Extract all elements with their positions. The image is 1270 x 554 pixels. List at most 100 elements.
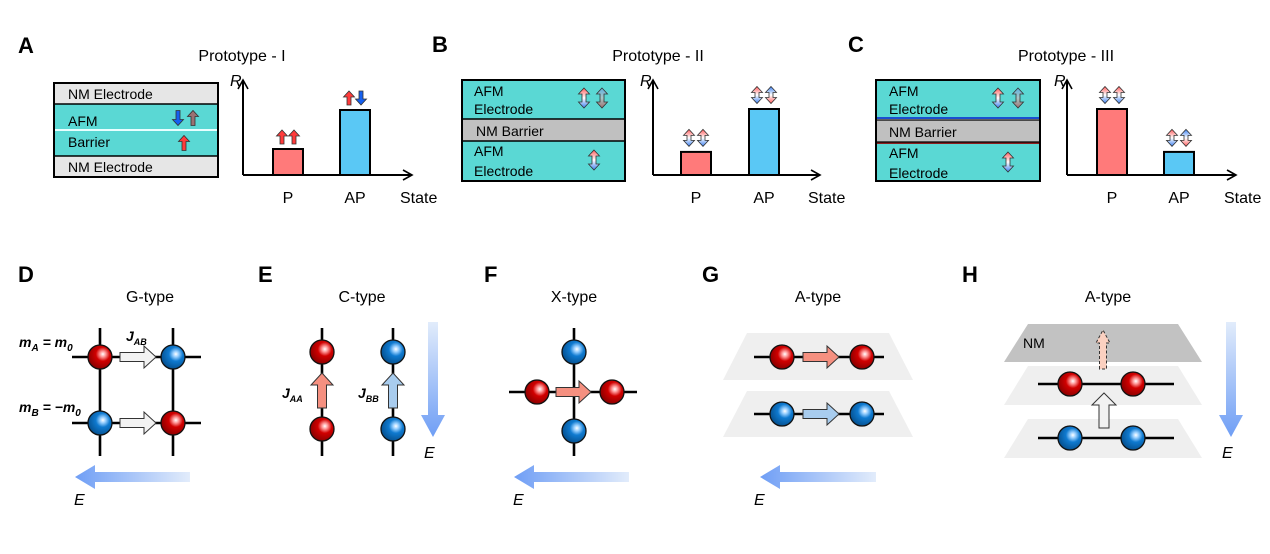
panel-C-label-afm-top: AFM [889, 83, 919, 99]
sublattice-B-sphere [561, 339, 587, 365]
panel-A-label-barrier: Barrier [68, 134, 110, 150]
panel-C-layer-afm-bottom [876, 144, 1040, 181]
spin-up-arrow-icon [275, 129, 289, 145]
label-J-AA-main: J [282, 385, 291, 401]
sublattice-A-sphere-body [87, 344, 113, 370]
sublattice-B-sphere-body [561, 339, 587, 365]
panel-F-letter: F [484, 262, 497, 287]
exchange-arrow-icon [555, 379, 592, 405]
panel-B-bar-label-AP: AP [753, 190, 774, 207]
panel-A-label-nm-top: NM Electrode [68, 86, 153, 102]
sublattice-A-sphere [160, 410, 186, 436]
panel-B-bar-AP [748, 108, 780, 176]
sublattice-A-sphere-body [309, 339, 335, 365]
sublattice-B-sphere-body [1120, 425, 1146, 451]
panel-D-field-label: E [74, 492, 85, 509]
sublattice-B-sphere-body [380, 339, 406, 365]
panel-B-bar-label-P: P [691, 190, 702, 207]
sublattice-B-sphere-body [160, 344, 186, 370]
panel-A-bar-AP [339, 109, 371, 176]
exchange-arrow-icon [1090, 392, 1118, 429]
electric-field-arrow-icon [514, 465, 629, 489]
panel-A-letter: A [18, 33, 34, 58]
afm-double-arrow-faded-icon [1011, 87, 1025, 109]
panel-D-title: G-type [126, 289, 174, 306]
label-mA-part: m [19, 334, 31, 350]
induced-moment-arrow-icon [1095, 328, 1111, 370]
spin-up-arrow-icon [177, 134, 191, 151]
panel-A-axis-x-label: State [400, 190, 437, 207]
spin-up-faded-arrow-icon [186, 109, 200, 126]
panel-H-field-label: E [1222, 445, 1233, 462]
panel-B-bar-P [680, 150, 712, 176]
sublattice-A-sphere-body [524, 379, 550, 405]
afm-double-arrow-reversed-icon [1179, 128, 1193, 147]
sublattice-A-sphere [524, 379, 550, 405]
sublattice-A-sphere [769, 344, 795, 370]
panel-H-nm-label: NM [1023, 335, 1045, 351]
sublattice-A-sphere [849, 344, 875, 370]
panel-B-label-afm-bottom: AFM [474, 143, 504, 159]
sublattice-B-sphere [160, 344, 186, 370]
panel-C-label-electrode-top: Electrode [889, 101, 948, 117]
panel-C-layer-afm-top [876, 80, 1040, 119]
panel-E-letter: E [258, 262, 273, 287]
panel-F-title: X-type [551, 289, 597, 306]
sublattice-A-sphere-body [849, 344, 875, 370]
panel-C-title: Prototype - III [1018, 48, 1114, 65]
panel-C-label-barrier: NM Barrier [889, 124, 957, 140]
sublattice-B-sphere-body [561, 418, 587, 444]
panel-B-axis-x-label: State [808, 190, 845, 207]
sublattice-B-sphere [1057, 425, 1083, 451]
afm-double-arrow-icon [696, 128, 710, 147]
sublattice-A-sphere-body [769, 344, 795, 370]
spin-up-arrow-icon [342, 90, 356, 106]
panel-C-bar-label-AP: AP [1168, 190, 1189, 207]
panel-B-layer-barrier [462, 119, 625, 141]
label-J-AB-main: J [126, 328, 135, 344]
sublattice-B-sphere [561, 418, 587, 444]
panel-G-field-label: E [754, 492, 765, 509]
panel-B-layer-afm-bottom [462, 141, 625, 181]
sublattice-B-sphere-body [380, 416, 406, 442]
afm-double-arrow-icon [682, 128, 696, 147]
afm-double-arrow-icon [1001, 151, 1015, 173]
electric-field-arrow-icon [421, 322, 445, 437]
label-mB-part: B [31, 408, 38, 419]
atomic-plane-top [1004, 366, 1202, 405]
electric-field-arrow-icon [760, 465, 876, 489]
panel-G-letter: G [702, 262, 719, 287]
sublattice-B-sphere [380, 339, 406, 365]
panel-A-stack-border [53, 82, 219, 178]
panel-F-field-label: E [513, 492, 524, 509]
label-mA-part: = m [39, 334, 67, 350]
panel-C-axis-x-label: State [1224, 190, 1261, 207]
exchange-arrow-icon [380, 372, 406, 409]
spin-up-arrow-icon [287, 129, 301, 145]
panel-A-axis-y-label: R [230, 73, 242, 90]
sublattice-B-sphere [87, 410, 113, 436]
sublattice-A-sphere [599, 379, 625, 405]
panel-A-bar-label-AP: AP [344, 190, 365, 207]
panel-E-title: C-type [338, 289, 385, 306]
panel-A-label-afm: AFM [68, 113, 98, 129]
sublattice-A-sphere-body [1057, 371, 1083, 397]
electric-field-arrow-icon [75, 465, 190, 489]
label-mB-part: = −m [39, 399, 76, 415]
label-J-AB: JAB [126, 328, 147, 347]
panel-A-layer-nm-bottom [54, 156, 218, 177]
panel-A-label-nm-bottom: NM Electrode [68, 159, 153, 175]
afm-double-arrow-icon [991, 87, 1005, 109]
panel-G-title: A-type [795, 289, 841, 306]
sublattice-A-sphere-body [599, 379, 625, 405]
sublattice-A-sphere-body [160, 410, 186, 436]
sublattice-B-sphere [849, 401, 875, 427]
panel-A-layer-interface [54, 129, 218, 131]
panel-D-letter: D [18, 262, 34, 287]
afm-double-arrow-faded-icon [595, 87, 609, 109]
afm-double-arrow-icon [1165, 128, 1179, 147]
label-mA-part: A [30, 343, 38, 354]
afm-double-arrow-icon [577, 87, 591, 109]
label-mB-part: 0 [75, 408, 81, 419]
